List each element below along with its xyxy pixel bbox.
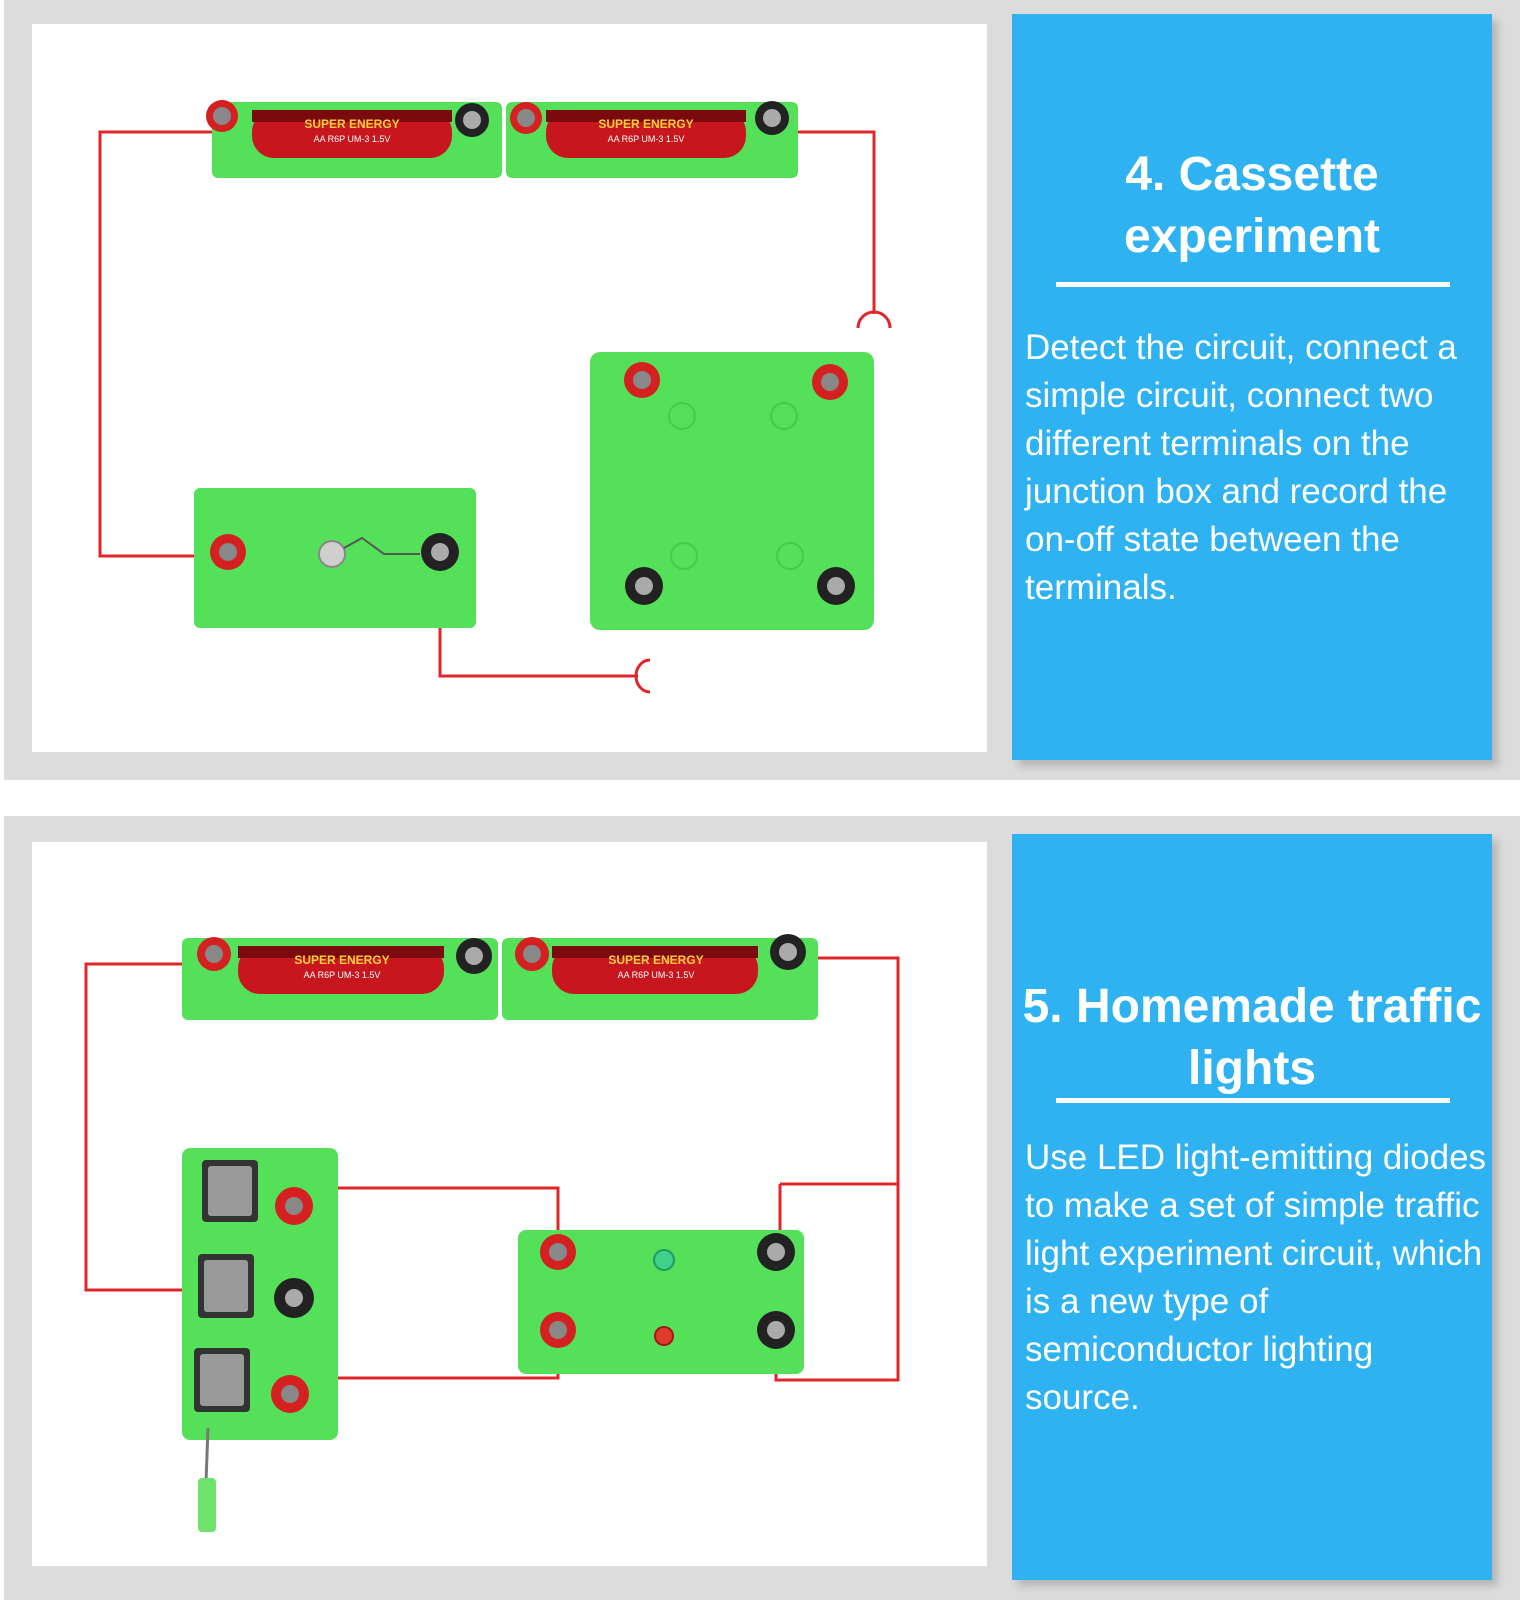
traffic-lights-title: 5. Homemade traffic lights (1022, 980, 1482, 1095)
battery-holder-right: SUPER ENERGY AA R6P UM-3 1.5V (506, 101, 798, 178)
switch-module (182, 1148, 338, 1532)
battery-line-text: SUPER ENERGY (608, 953, 703, 967)
cassette-experiment-photo: SUPER ENERGY AA R6P UM-3 1.5V SUPER ENER… (32, 24, 987, 752)
junction-box-module (590, 352, 874, 630)
battery-holder-left: SUPER ENERGY AA R6P UM-3 1.5V (206, 100, 502, 178)
bulb-module (194, 488, 476, 628)
traffic-lights-panel: 5. Homemade traffic lights Use LED light… (1012, 834, 1492, 1580)
battery-line-text: SUPER ENERGY (598, 117, 693, 131)
traffic-lights-photo: SUPER ENERGY AA R6P UM-3 1.5V SUPER ENER… (32, 842, 987, 1566)
traffic-lights-description: Use LED light-emitting diodes to make a … (1025, 1138, 1487, 1417)
battery-line-text: SUPER ENERGY (294, 953, 389, 967)
battery-holder-left: SUPER ENERGY AA R6P UM-3 1.5V (182, 937, 498, 1020)
cassette-experiment-title: 4. Cassette experiment (1123, 148, 1381, 263)
cassette-experiment-description: Detect the circuit, connect a simple cir… (1025, 328, 1457, 607)
traffic-lights-section: SUPER ENERGY AA R6P UM-3 1.5V SUPER ENER… (4, 816, 1520, 1600)
cassette-experiment-section: SUPER ENERGY AA R6P UM-3 1.5V SUPER ENER… (4, 0, 1520, 780)
battery-model-text: AA R6P UM-3 1.5V (304, 970, 381, 980)
title-divider (1056, 282, 1450, 287)
battery-holder-right: SUPER ENERGY AA R6P UM-3 1.5V (502, 934, 818, 1020)
led-module (518, 1230, 804, 1374)
battery-model-text: AA R6P UM-3 1.5V (608, 134, 685, 144)
cassette-experiment-panel: 4. Cassette experiment Detect the circui… (1012, 14, 1492, 760)
title-divider (1056, 1098, 1450, 1103)
battery-line-text: SUPER ENERGY (304, 117, 399, 131)
battery-model-text: AA R6P UM-3 1.5V (618, 970, 695, 980)
battery-model-text: AA R6P UM-3 1.5V (314, 134, 391, 144)
